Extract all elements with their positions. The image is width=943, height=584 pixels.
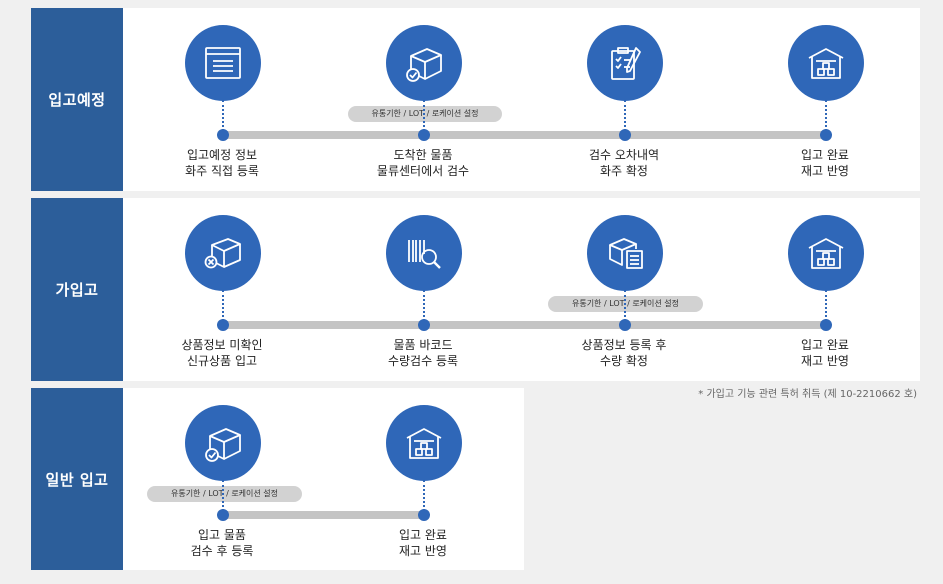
- step-icon-circle: [788, 215, 864, 291]
- step-caption: 상품정보 미확인 신규상품 입고: [181, 338, 263, 368]
- step-connector: [624, 290, 626, 321]
- step-icon-circle: [185, 25, 261, 101]
- step-icon-circle: [587, 215, 663, 291]
- step-dot: [418, 509, 430, 521]
- step-dot: [217, 319, 229, 331]
- section-1-title: 입고예정: [31, 8, 123, 191]
- section-2-panel: [31, 198, 920, 381]
- step-connector: [222, 290, 224, 321]
- section-1-panel: [31, 8, 920, 191]
- step-dot: [619, 319, 631, 331]
- barcode-search-icon: [408, 240, 441, 269]
- warehouse-icon: [808, 238, 844, 269]
- step-dot: [820, 319, 832, 331]
- step-icon-circle: [185, 405, 261, 481]
- step-dot: [418, 319, 430, 331]
- step-caption: 입고 완료 재고 반영: [399, 528, 447, 558]
- step-caption: 상품정보 등록 후 수량 확정: [581, 338, 667, 368]
- section-2-track: [222, 321, 828, 329]
- step-connector: [825, 100, 827, 131]
- step-dot: [217, 129, 229, 141]
- step-connector: [423, 290, 425, 321]
- box-x-icon: [204, 238, 241, 269]
- step-connector: [624, 100, 626, 131]
- patent-note: * 가입고 기능 관련 특허 취득 (제 10-2210662 호): [698, 389, 917, 400]
- step-icon-circle: [788, 25, 864, 101]
- step-caption: 물품 바코드 수량검수 등록: [387, 338, 459, 368]
- step-connector: [825, 290, 827, 321]
- warehouse-icon: [406, 428, 442, 459]
- step-connector: [423, 480, 425, 511]
- step-connector: [423, 100, 425, 131]
- step-caption: 도착한 물품 물류센터에서 검수: [376, 148, 470, 178]
- step-caption: 입고 완료 재고 반영: [801, 338, 849, 368]
- warehouse-icon: [808, 48, 844, 79]
- step-dot: [820, 129, 832, 141]
- web-form-icon: [205, 47, 241, 79]
- section-1-pill: 유통기한 / LOT / 로케이션 설정: [348, 106, 502, 122]
- step-icon-circle: [386, 405, 462, 481]
- step-dot: [217, 509, 229, 521]
- step-caption: 입고 완료 재고 반영: [801, 148, 849, 178]
- step-dot: [619, 129, 631, 141]
- step-connector: [222, 100, 224, 131]
- section-1-track: [222, 131, 828, 139]
- step-icon-circle: [185, 215, 261, 291]
- step-caption: 입고 물품 검수 후 등록: [190, 528, 254, 558]
- section-3-pill: 유통기한 / LOT / 로케이션 설정: [147, 486, 302, 502]
- step-icon-circle: [587, 25, 663, 101]
- step-caption: 입고예정 정보 화주 직접 등록: [185, 148, 259, 178]
- box-check-icon: [406, 48, 442, 82]
- step-icon-circle: [386, 215, 462, 291]
- step-icon-circle: [386, 25, 462, 101]
- clipboard-check-icon: [611, 47, 641, 80]
- step-caption: 검수 오차내역 화주 확정: [588, 148, 660, 178]
- box-list-icon: [609, 238, 643, 269]
- section-3-title: 일반 입고: [31, 388, 123, 570]
- section-2-title: 가입고: [31, 198, 123, 381]
- step-dot: [418, 129, 430, 141]
- section-3-track: [222, 511, 427, 519]
- box-check-icon: [205, 428, 241, 462]
- step-connector: [222, 480, 224, 511]
